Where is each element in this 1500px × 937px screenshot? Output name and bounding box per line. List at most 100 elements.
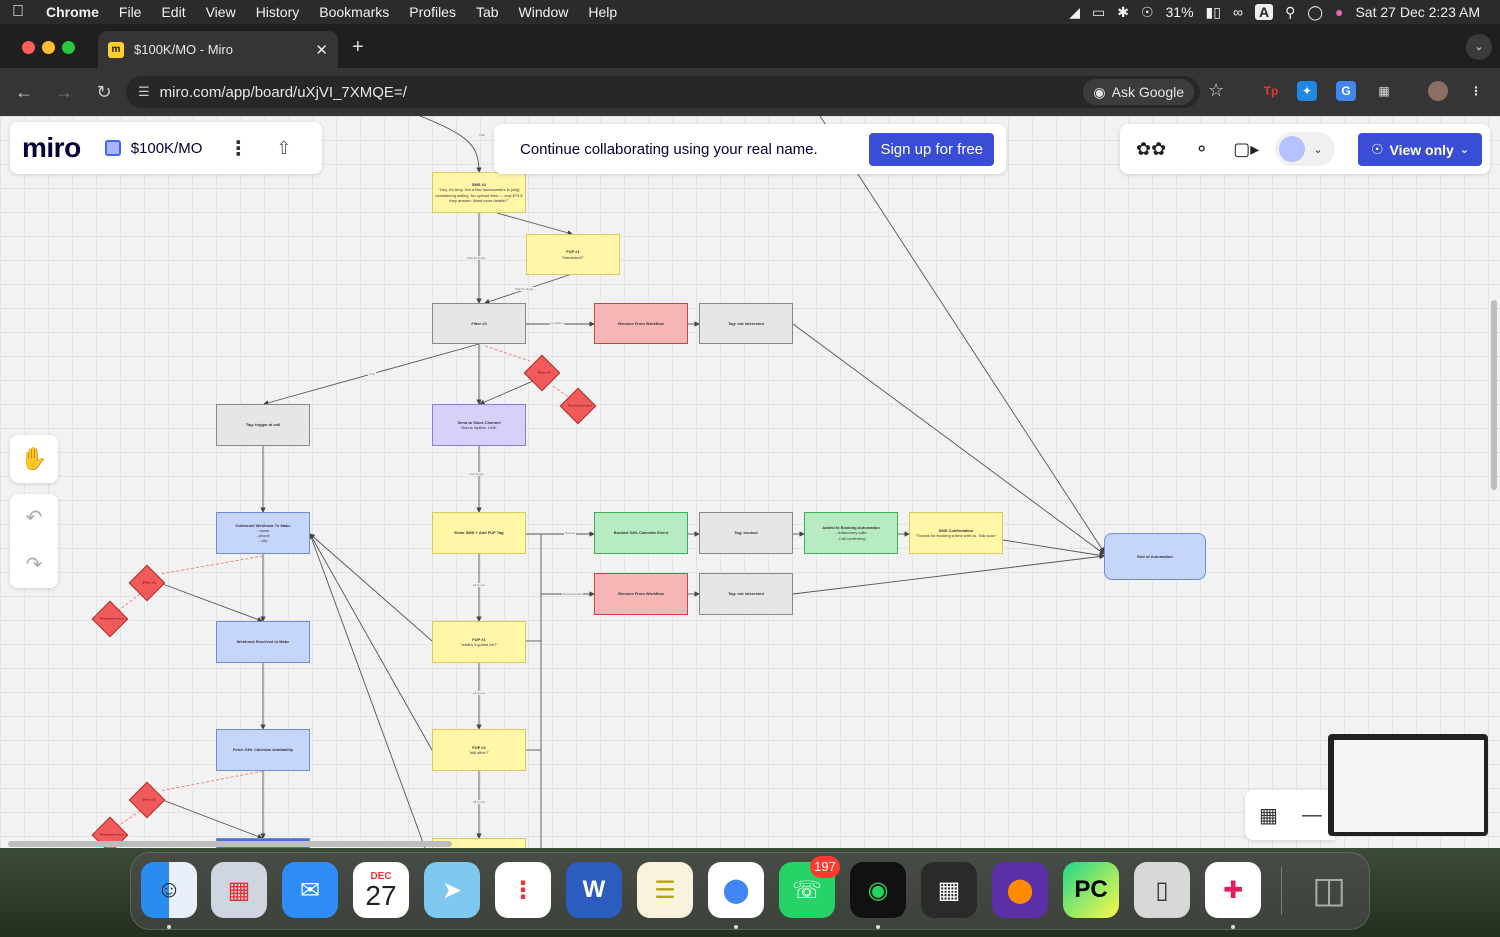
browser-tab-active[interactable]: m $100K/MO - Miro ✕ [98, 31, 338, 68]
menu-edit[interactable]: Edit [161, 4, 186, 20]
word-icon[interactable]: W [566, 862, 622, 918]
notes-icon[interactable]: ☰ [637, 862, 693, 918]
miro-logo[interactable]: miro [22, 132, 81, 163]
input-source-icon[interactable]: A [1254, 4, 1274, 20]
menu-bookmarks[interactable]: Bookmarks [319, 4, 390, 20]
spotlight-search-icon[interactable]: ⚲ [1285, 3, 1296, 20]
flow-node-webhook-received[interactable]: Webhook Received in Make [216, 621, 310, 663]
slack-icon[interactable]: ✚ [1205, 862, 1261, 918]
pycharm-icon[interactable]: PC [1063, 862, 1119, 918]
export-icon[interactable]: ⇧ [276, 137, 292, 158]
extension-tp-icon[interactable]: Tp [1263, 84, 1279, 98]
menu-view[interactable]: View [205, 4, 236, 20]
tab-title: $100K/MO - Miro [134, 42, 233, 57]
flow-node-filter3[interactable]: Filter #3 [432, 303, 526, 344]
trash-icon[interactable]: ◫ [1311, 869, 1346, 910]
reload-icon[interactable]: ↻ [96, 81, 112, 102]
spotify-icon[interactable]: ◉ [850, 862, 906, 918]
video-call-icon[interactable]: ▢▸ [1233, 138, 1260, 159]
launchpad-icon[interactable]: ▦ [211, 862, 267, 918]
iphone-mirroring-icon[interactable]: ▯ [1134, 862, 1190, 918]
flow-node-tag-trigger-ai-call[interactable]: Tag: trigger ai call [216, 404, 310, 446]
flow-node-remove-workflow-1[interactable]: Remove From Workflow [594, 303, 688, 344]
miro-board-canvas[interactable]: Wait Wait for Reply Wait for Reply Conta… [0, 116, 1500, 848]
flow-node-outbound-webhook[interactable]: Outbound Webhook To Make - name - phone … [216, 512, 310, 554]
url-text[interactable]: miro.com/app/board/uXjVI_7XMQE=/ [159, 83, 407, 101]
menu-profiles[interactable]: Profiles [409, 4, 456, 20]
site-settings-icon[interactable]: ☰ [138, 84, 150, 99]
flow-node-remove-workflow-2[interactable]: Remove From Workflow [594, 573, 688, 615]
flow-node-fup1a[interactable]: FUP #1 "Interested?" [526, 234, 620, 275]
calendar-icon[interactable]: DEC 27 [353, 862, 409, 918]
menu-file[interactable]: File [118, 4, 142, 20]
flow-node-tag-not-interested-2[interactable]: Tag: not interested [699, 573, 793, 615]
mail-icon[interactable]: ✉ [282, 862, 338, 918]
cast-icon[interactable]: ◢ [1069, 3, 1080, 20]
flow-node-sms-confirmation[interactable]: SMS Confirmation "Thanks for booking a t… [909, 512, 1003, 554]
signup-button[interactable]: Sign up for free [869, 132, 994, 166]
maps-icon[interactable]: ➤ [424, 862, 480, 918]
battery-icon[interactable]: ▮▯ [1205, 3, 1221, 20]
flow-node-end-automation[interactable]: End of Automation [1104, 533, 1206, 580]
flow-node-enter-sms[interactable]: Enter SMS + Add FUP Tag [432, 512, 526, 554]
profile-avatar-icon[interactable] [1428, 81, 1448, 101]
calculator-icon[interactable]: ▦ [921, 862, 977, 918]
edge [792, 553, 1105, 595]
extension-blue-icon[interactable]: ✦ [1297, 81, 1317, 101]
flow-node-tag-booked[interactable]: Tag: booked [699, 512, 793, 554]
flow-node-sms2[interactable]: SMS #2 "Hey, it's Amy. Got a few homeown… [432, 172, 526, 213]
menu-app-name[interactable]: Chrome [46, 4, 99, 20]
board-name[interactable]: $100K/MO [130, 139, 203, 157]
control-center-icon[interactable]: ◯ [1307, 3, 1323, 20]
board-minimap[interactable] [1328, 734, 1488, 836]
flow-node-booked-ghl[interactable]: Booked GHL Calendar Event [594, 512, 688, 554]
finder-icon[interactable]: ☺ [141, 862, 197, 918]
more-options-icon[interactable]: ⋮ [228, 137, 249, 160]
flow-node-added-booking[interactable]: Added to Booking Automation - Adiscovery… [804, 512, 898, 554]
display-icon[interactable]: ▭ [1091, 3, 1106, 20]
flow-node-fup1b[interactable]: FUP #1 "what's it gonna be?" [432, 621, 526, 663]
menu-window[interactable]: Window [518, 4, 569, 20]
address-bar[interactable]: ☰ miro.com/app/board/uXjVI_7XMQE=/ ◉ Ask… [126, 76, 1200, 108]
zoom-out-icon[interactable]: — [1301, 803, 1322, 826]
redo-icon[interactable]: ↷ [25, 554, 43, 576]
fit-to-screen-icon[interactable]: ▦ [1259, 804, 1278, 827]
bluetooth-icon[interactable]: ✱ [1117, 3, 1129, 20]
menu-help[interactable]: Help [588, 4, 618, 20]
link-icon[interactable]: ∞ [1232, 4, 1243, 20]
flow-node-fup2[interactable]: FUP #2 "still alive?" [432, 729, 526, 771]
extensions-puzzle-icon[interactable]: ▦ [1378, 84, 1390, 98]
hand-tool-button[interactable]: ✋ [10, 435, 58, 483]
menu-tab[interactable]: Tab [475, 4, 499, 20]
google-translate-icon[interactable]: G [1336, 81, 1356, 101]
vertical-scrollbar[interactable] [1491, 300, 1497, 490]
firefox-icon[interactable]: ⬤ [992, 862, 1048, 918]
chrome-icon[interactable]: ⬤ [708, 862, 764, 918]
siri-icon[interactable]: ● [1335, 4, 1344, 20]
flow-node-tag-not-interested-1[interactable]: Tag: not interested [699, 303, 793, 344]
close-tab-icon[interactable]: ✕ [315, 41, 328, 59]
back-arrow-icon[interactable]: ← [15, 81, 33, 102]
flow-node-fetch-ghl[interactable]: Fetch GHL Calendar Availability [216, 729, 310, 771]
forward-arrow-icon[interactable]: → [55, 81, 73, 102]
flow-node-slack[interactable]: Send to Slack Channel Bonus replies: LIN… [432, 404, 526, 446]
comments-icon[interactable]: ⚬ [1194, 138, 1210, 159]
reminders-icon[interactable]: ⋮ [495, 862, 551, 918]
horizontal-scrollbar[interactable] [8, 841, 452, 847]
user-menu[interactable]: ⌄ [1275, 132, 1336, 166]
apple-icon[interactable]:  [0, 3, 36, 21]
menu-history[interactable]: History [255, 4, 300, 20]
menubar-clock[interactable]: Sat 27 Dec 2:23 AM [1355, 4, 1480, 20]
view-only-button[interactable]: ☉ View only ⌄ [1358, 133, 1482, 166]
bookmark-star-icon[interactable]: ☆ [1208, 80, 1225, 100]
new-tab-button[interactable]: + [352, 36, 364, 58]
reactions-icon[interactable]: ✿✿ [1136, 138, 1167, 159]
ask-google-button[interactable]: ◉ Ask Google [1083, 79, 1194, 105]
close-window-button[interactable] [22, 41, 35, 54]
undo-icon[interactable]: ↶ [25, 507, 43, 529]
minimize-window-button[interactable] [42, 41, 55, 54]
tab-search-chevron-icon[interactable]: ⌄ [1466, 34, 1492, 60]
maximize-window-button[interactable] [62, 41, 75, 54]
chrome-menu-icon[interactable]: ⋮ [1470, 84, 1482, 98]
accessibility-icon[interactable]: ☉ [1140, 3, 1154, 20]
